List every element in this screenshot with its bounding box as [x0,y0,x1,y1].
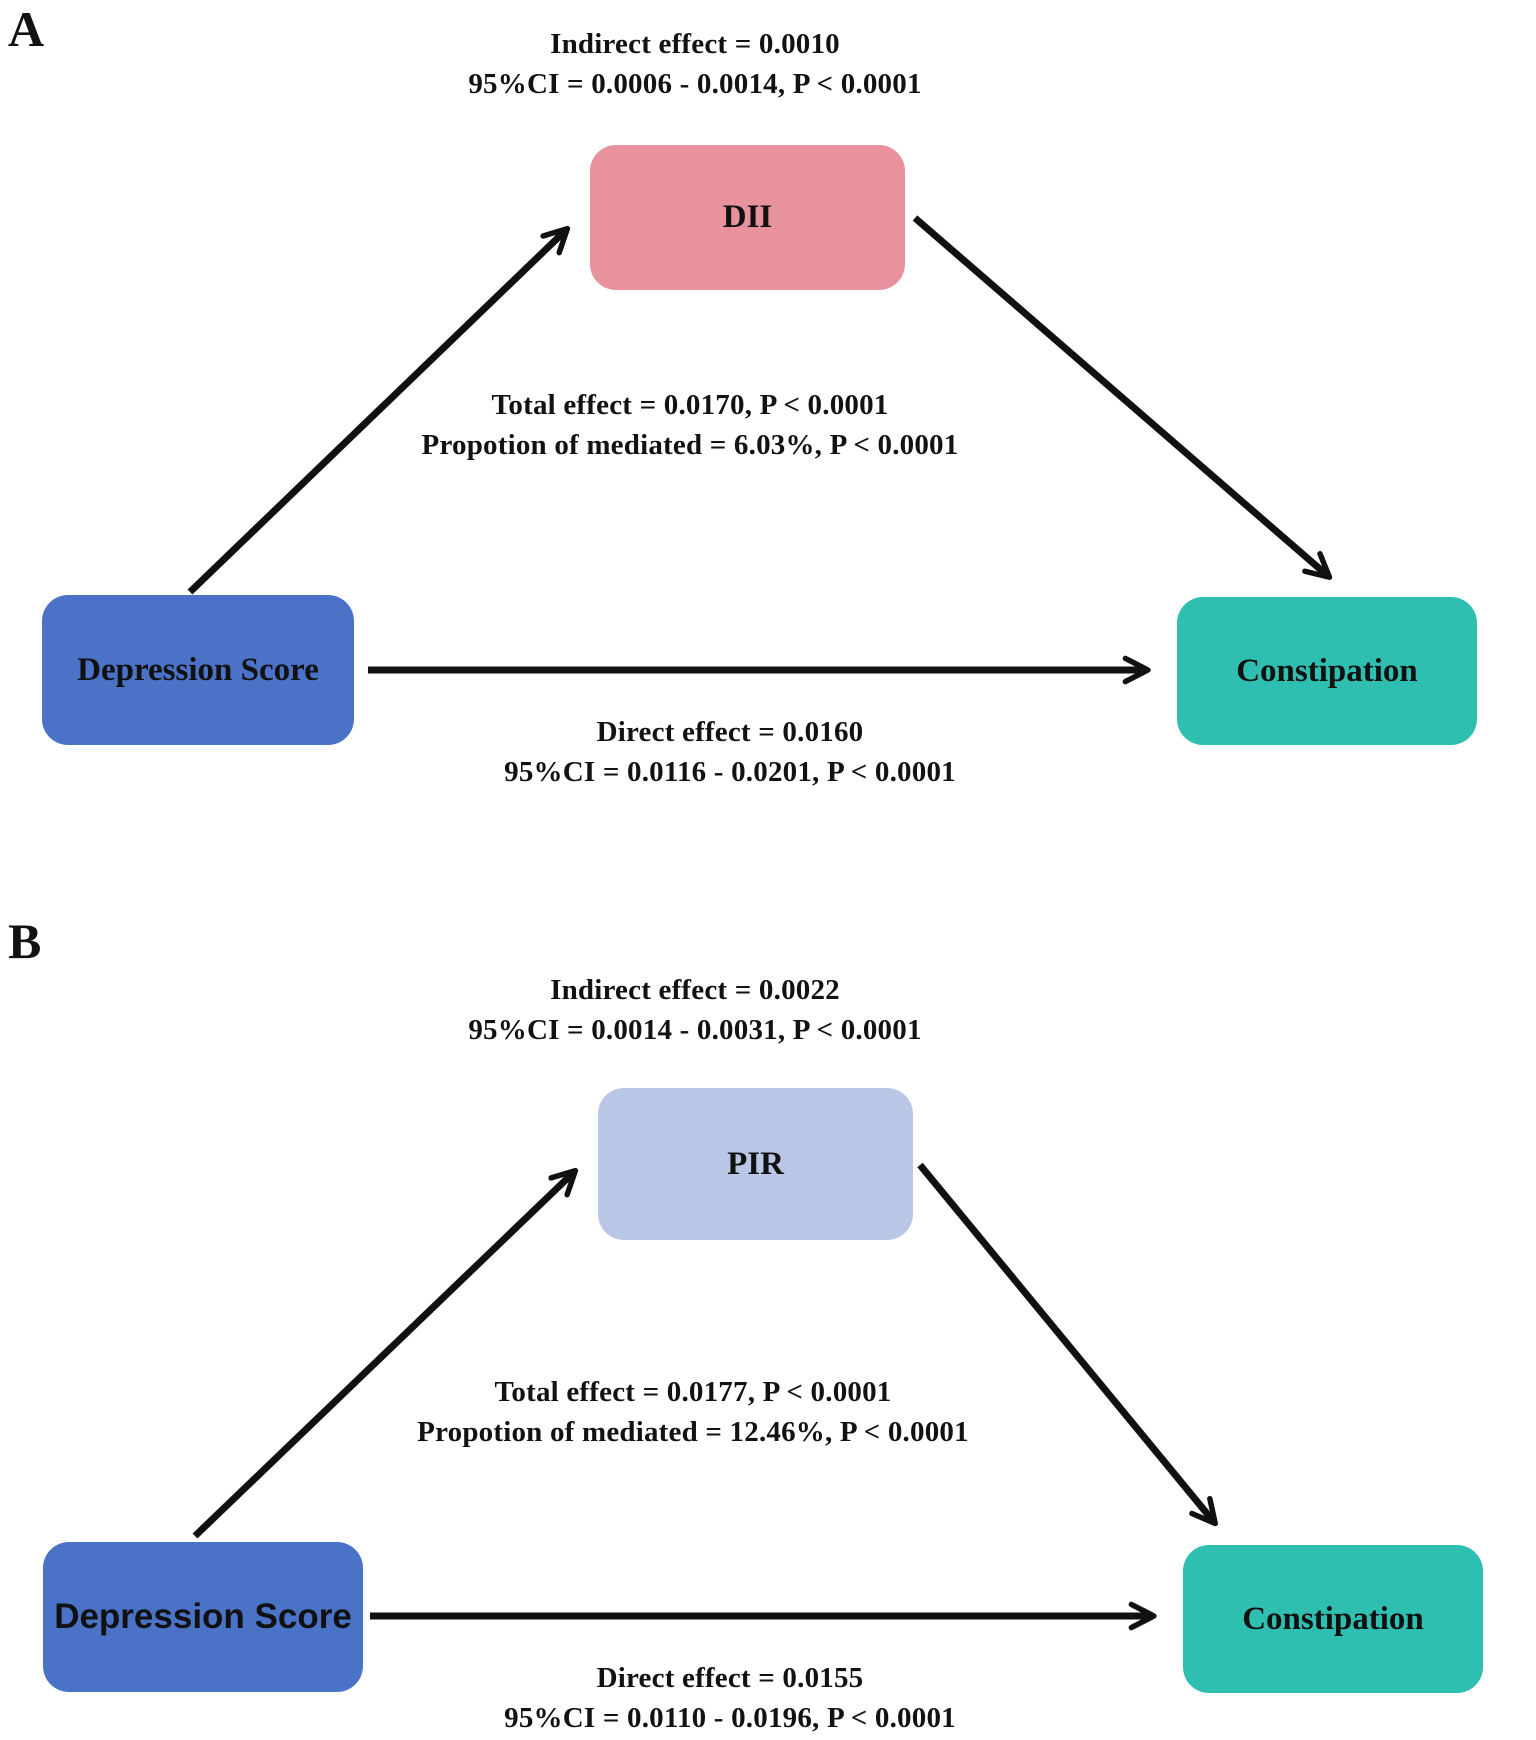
direct-effect-line1: Direct effect = 0.0160 [596,716,864,748]
outcome-node-constipation: Constipation [1183,1545,1483,1693]
panel-b: B Indirect effect = 0.0022 95%CI = 0.001… [0,900,1536,1740]
predictor-node-depression-score: Depression Score [43,1542,363,1692]
predictor-node-label: Depression Score [54,1597,352,1636]
path-a-predictor-to-mediator [192,1167,579,1539]
panel-a: A Indirect effect = 0.0010 95%CI = 0.000… [0,0,1536,830]
indirect-effect-line1: Indirect effect = 0.0010 [550,28,840,60]
direct-effect-note-a: Direct effect = 0.0160 95%CI = 0.0116 - … [230,712,1230,792]
path-a-predictor-to-mediator [187,225,571,595]
direct-effect-note-b: Direct effect = 0.0155 95%CI = 0.0110 - … [230,1658,1230,1738]
predictor-node-depression-score: Depression Score [42,595,354,745]
total-effect-line1: Total effect = 0.0170, P < 0.0001 [491,389,889,421]
direct-effect-line2: 95%CI = 0.0116 - 0.0201, P < 0.0001 [504,756,956,788]
total-effect-line1: Total effect = 0.0177, P < 0.0001 [494,1376,892,1408]
indirect-effect-note-b: Indirect effect = 0.0022 95%CI = 0.0014 … [195,970,1195,1050]
indirect-effect-line2: 95%CI = 0.0006 - 0.0014, P < 0.0001 [468,68,922,100]
indirect-effect-line2: 95%CI = 0.0014 - 0.0031, P < 0.0001 [468,1014,922,1046]
outcome-node-label: Constipation [1242,1600,1424,1637]
total-effect-line2: Propotion of mediated = 12.46%, P < 0.00… [417,1416,969,1448]
outcome-node-constipation: Constipation [1177,597,1477,745]
indirect-effect-note-a: Indirect effect = 0.0010 95%CI = 0.0006 … [195,24,1195,104]
panel-b-label: B [8,913,42,969]
mediator-node-dii: DII [590,145,905,290]
panel-a-arrows [187,215,1333,685]
total-effect-note-a: Total effect = 0.0170, P < 0.0001 Propot… [190,385,1190,465]
total-effect-note-b: Total effect = 0.0177, P < 0.0001 Propot… [193,1372,1193,1452]
outcome-node-label: Constipation [1236,652,1418,689]
mediator-node-pir: PIR [598,1088,913,1240]
mediator-node-label: DII [722,199,773,235]
panel-a-label: A [8,1,45,57]
mediator-node-label: PIR [727,1145,784,1182]
predictor-node-label: Depression Score [77,651,319,688]
total-effect-line2: Propotion of mediated = 6.03%, P < 0.000… [421,429,959,461]
path-b-mediator-to-outcome [917,1162,1218,1527]
panel-b-arrows [192,1162,1218,1631]
indirect-effect-line1: Indirect effect = 0.0022 [550,974,840,1006]
direct-effect-line1: Direct effect = 0.0155 [596,1662,864,1694]
path-b-mediator-to-outcome [912,215,1333,581]
direct-effect-line2: 95%CI = 0.0110 - 0.0196, P < 0.0001 [504,1702,956,1734]
